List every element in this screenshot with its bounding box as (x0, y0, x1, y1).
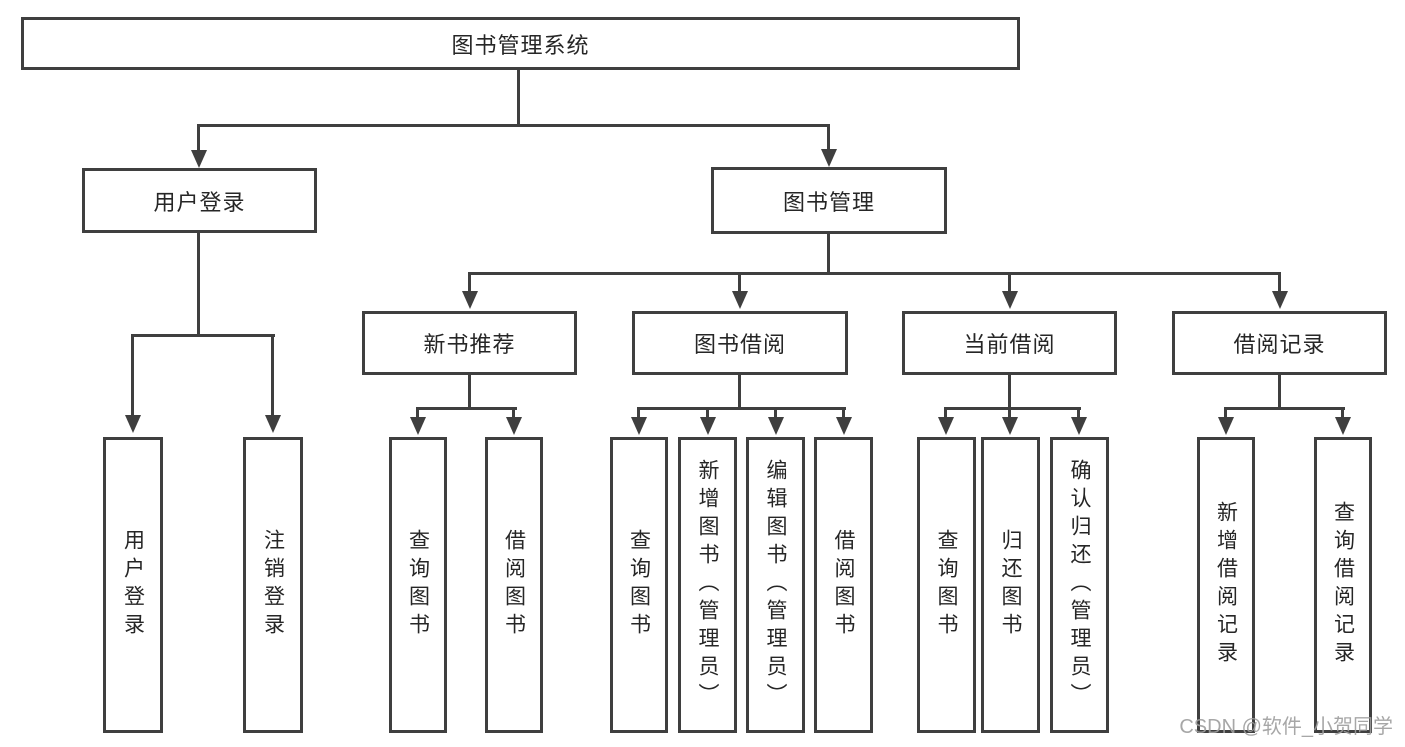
leaf-label: 确认归还（管理员） (1068, 459, 1091, 711)
arrow-down-icon (821, 149, 837, 167)
leaf-add-books-admin: 新增图书（管理员） (678, 437, 737, 733)
arrow-down-icon (836, 417, 852, 435)
leaf-edit-books-admin: 编辑图书（管理员） (746, 437, 805, 733)
arrow-down-icon (1218, 417, 1234, 435)
leaf-label: 查询图书 (627, 529, 651, 641)
edge-user-login-rail (131, 334, 275, 337)
edge-to-current-borrow (1008, 272, 1011, 291)
node-book-borrowing: 图书借阅 (632, 311, 848, 375)
edge-root-stem (517, 70, 520, 124)
edge-root-to-book-management (827, 124, 830, 151)
arrow-down-icon (1002, 291, 1018, 309)
arrow-down-icon (265, 415, 281, 433)
arrow-down-icon (1335, 417, 1351, 435)
edge-current-borrow-stem (1008, 375, 1011, 407)
leaf-return-books: 归还图书 (981, 437, 1040, 733)
edge-borrow-records-rail (1224, 407, 1345, 410)
arrow-down-icon (506, 417, 522, 435)
edge-to-book-borrow (738, 272, 741, 291)
leaf-user-login: 用户登录 (103, 437, 163, 733)
edge-book-borrow-rail (637, 407, 846, 410)
leaf-label: 新增借阅记录 (1214, 501, 1238, 669)
edge-book-borrow-stem (738, 375, 741, 407)
node-new-book-recommend: 新书推荐 (362, 311, 577, 375)
arrow-down-icon (1002, 417, 1018, 435)
edge-new-book-rail (416, 407, 517, 410)
node-current-borrowing: 当前借阅 (902, 311, 1117, 375)
edge-root-rail (197, 124, 830, 127)
arrow-down-icon (125, 415, 141, 433)
leaf-query-books: 查询图书 (610, 437, 668, 733)
edge-leaf-stub (1077, 407, 1080, 417)
node-label: 用户登录 (153, 189, 246, 215)
node-label: 图书借阅 (693, 332, 786, 357)
node-label: 图书管理系统 (451, 32, 590, 58)
arrow-down-icon (631, 417, 647, 435)
leaf-query-books-recommend: 查询图书 (389, 437, 447, 733)
edge-to-new-book (468, 272, 471, 291)
leaf-label: 注销登录 (261, 529, 285, 641)
leaf-label: 查询借阅记录 (1331, 501, 1355, 669)
edge-leaf-stub (1224, 407, 1227, 417)
leaf-add-borrow-record: 新增借阅记录 (1197, 437, 1255, 733)
edge-leaf-stub (706, 407, 709, 417)
arrow-down-icon (191, 150, 207, 168)
arrow-down-icon (732, 291, 748, 309)
node-label: 当前借阅 (963, 332, 1056, 357)
edge-to-leaf-user-login (131, 334, 134, 415)
arrow-down-icon (768, 417, 784, 435)
edge-leaf-stub (944, 407, 947, 417)
leaf-borrow-books-recommend: 借阅图书 (485, 437, 543, 733)
leaf-query-books-current: 查询图书 (917, 437, 976, 733)
edge-user-login-stem (197, 233, 200, 334)
arrow-down-icon (700, 417, 716, 435)
leaf-label: 查询图书 (406, 529, 430, 641)
edge-to-leaf-logout (271, 334, 274, 415)
edge-leaf-stub (512, 407, 515, 417)
leaf-label: 用户登录 (121, 529, 145, 641)
edge-current-borrow-rail (944, 407, 1081, 410)
edge-leaf-stub (1008, 407, 1011, 417)
edge-leaf-stub (416, 407, 419, 417)
arrow-down-icon (1272, 291, 1288, 309)
node-borrowing-records: 借阅记录 (1172, 311, 1387, 375)
edge-new-book-stem (468, 375, 471, 407)
leaf-label: 借阅图书 (832, 529, 855, 641)
edge-leaf-stub (1341, 407, 1344, 417)
node-label: 借阅记录 (1233, 332, 1326, 357)
edge-book-management-rail (468, 272, 1281, 275)
node-user-login: 用户登录 (82, 168, 317, 233)
edge-leaf-stub (774, 407, 777, 417)
leaf-label: 新增图书（管理员） (696, 459, 719, 711)
arrow-down-icon (462, 291, 478, 309)
arrow-down-icon (410, 417, 426, 435)
leaf-query-borrow-record: 查询借阅记录 (1314, 437, 1372, 733)
csdn-watermark: CSDN @软件_小贺同学 (1179, 716, 1393, 738)
node-label: 新书推荐 (423, 332, 516, 357)
node-library-management-system: 图书管理系统 (21, 17, 1020, 70)
edge-root-to-user-login (197, 124, 200, 152)
leaf-label: 借阅图书 (502, 529, 526, 641)
leaf-label: 查询图书 (935, 529, 958, 641)
edge-borrow-records-stem (1278, 375, 1281, 407)
leaf-borrow-books: 借阅图书 (814, 437, 873, 733)
leaf-logout: 注销登录 (243, 437, 303, 733)
edge-leaf-stub (637, 407, 640, 417)
edge-book-management-stem (827, 234, 830, 272)
leaf-label: 编辑图书（管理员） (764, 459, 787, 711)
edge-to-borrow-records (1278, 272, 1281, 291)
leaf-label: 归还图书 (999, 529, 1022, 641)
arrow-down-icon (938, 417, 954, 435)
edge-leaf-stub (842, 407, 845, 417)
node-book-management: 图书管理 (711, 167, 947, 234)
arrow-down-icon (1071, 417, 1087, 435)
node-label: 图书管理 (782, 189, 875, 215)
leaf-confirm-return-admin: 确认归还（管理员） (1050, 437, 1109, 733)
